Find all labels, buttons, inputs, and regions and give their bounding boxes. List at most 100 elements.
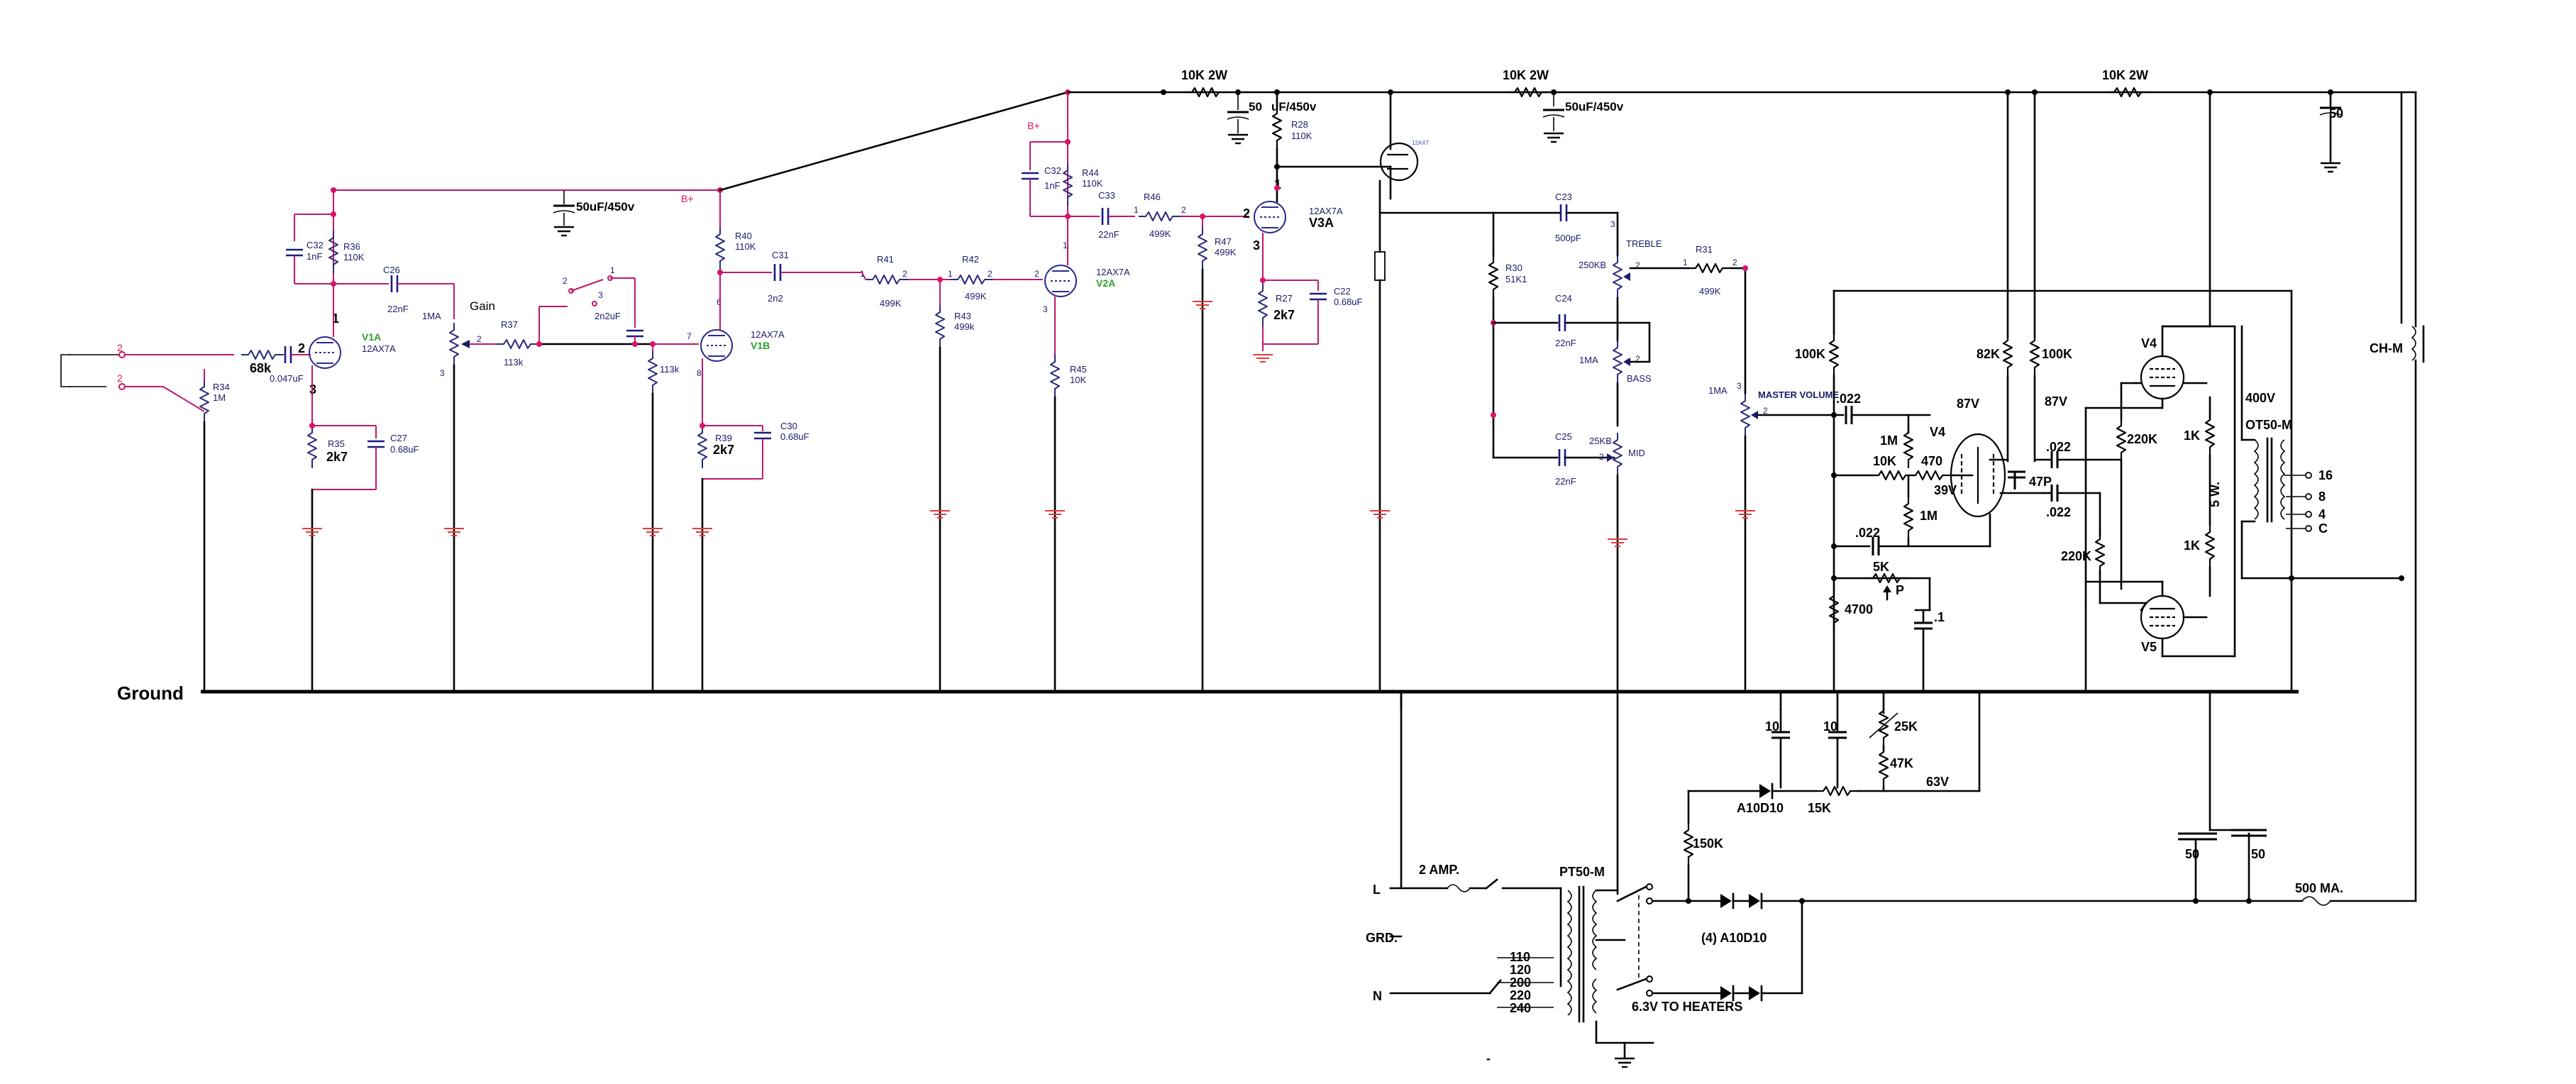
svg-text:5K: 5K xyxy=(1873,560,1889,574)
svg-text:63V: 63V xyxy=(1926,775,1949,789)
svg-text:1K: 1K xyxy=(2184,428,2200,443)
tube-v3a: 2 1 3 12AX7A V3A xyxy=(1243,177,1343,253)
svg-text:499K: 499K xyxy=(1699,286,1721,297)
svg-text:1MA: 1MA xyxy=(1579,355,1598,365)
svg-text:50uF/450v: 50uF/450v xyxy=(576,200,635,214)
r34: R34 1M xyxy=(199,369,230,693)
svg-text:22nF: 22nF xyxy=(1555,338,1576,348)
svg-text:2: 2 xyxy=(1181,205,1186,215)
svg-text:V1B: V1B xyxy=(751,340,770,351)
svg-text:10K: 10K xyxy=(1873,454,1896,468)
svg-text:10K 2W: 10K 2W xyxy=(2102,68,2148,82)
svg-text:C24: C24 xyxy=(1555,293,1572,304)
svg-text:2: 2 xyxy=(1599,452,1604,462)
v2a-cathode: R45 10K xyxy=(1044,297,1087,693)
svg-text:16: 16 xyxy=(2318,468,2333,482)
svg-text:50: 50 xyxy=(1249,100,1262,114)
svg-text:R44: R44 xyxy=(1082,167,1099,178)
svg-text:C32: C32 xyxy=(306,240,324,250)
svg-text:113k: 113k xyxy=(660,364,680,375)
svg-text:2: 2 xyxy=(477,334,482,344)
svg-text:-: - xyxy=(1486,1051,1491,1066)
svg-text:1MA: 1MA xyxy=(1708,385,1728,396)
svg-text:6.3V TO HEATERS: 6.3V TO HEATERS xyxy=(1632,1000,1742,1014)
tone-stack: C23 500pF R30 51K1 C24 22nF C25 22nF TRE… xyxy=(1488,192,1690,693)
svg-text:1K: 1K xyxy=(2184,538,2200,553)
svg-text:C32: C32 xyxy=(1044,165,1061,176)
svg-text:R41: R41 xyxy=(877,254,894,265)
svg-text:R43: R43 xyxy=(954,311,971,321)
svg-text:R36: R36 xyxy=(343,241,360,252)
svg-text:2: 2 xyxy=(1732,258,1737,267)
svg-text:N: N xyxy=(1373,989,1382,1003)
svg-text:OT50-M: OT50-M xyxy=(2245,418,2292,432)
svg-text:P: P xyxy=(1896,583,1904,597)
v1b-plate: R40 110K C31 2n2 B+ xyxy=(681,187,862,330)
svg-text:2n2: 2n2 xyxy=(768,293,783,304)
r37: R37 113k 2 1 3 2n2uF xyxy=(496,265,654,367)
svg-text:R34: R34 xyxy=(213,382,230,392)
svg-text:10K 2W: 10K 2W xyxy=(1181,68,1227,82)
svg-text:499K: 499K xyxy=(965,291,987,302)
power-supply: L GRD. N 2 AMP. 110 120 200 220 240 PT50… xyxy=(1366,690,2417,1068)
svg-text:50: 50 xyxy=(2185,847,2199,861)
svg-text:150K: 150K xyxy=(1693,836,1723,851)
svg-text:8: 8 xyxy=(697,368,702,378)
svg-text:1: 1 xyxy=(332,311,339,326)
ground-bus: Ground xyxy=(117,682,2299,704)
svg-text:MASTER VOLUME: MASTER VOLUME xyxy=(1758,389,1839,400)
v3a-cathode: R27 2k7 C22 0.68uF xyxy=(1252,233,1363,363)
svg-text:2: 2 xyxy=(298,341,305,355)
svg-text:.022: .022 xyxy=(2046,505,2071,519)
svg-text:10: 10 xyxy=(1765,719,1779,734)
svg-text:0.68uF: 0.68uF xyxy=(390,444,419,455)
svg-text:3: 3 xyxy=(1043,304,1048,314)
svg-text:68k: 68k xyxy=(250,361,272,375)
v1a-plate: C32 1nF R36 110K C26 22nF xyxy=(286,187,454,337)
svg-text:10K 2W: 10K 2W xyxy=(1503,68,1549,82)
svg-text:10K: 10K xyxy=(1070,375,1086,385)
svg-text:C22: C22 xyxy=(1334,286,1351,297)
svg-text:1: 1 xyxy=(948,269,953,279)
svg-text:.022: .022 xyxy=(1855,526,1880,540)
svg-text:R45: R45 xyxy=(1070,364,1087,375)
svg-text:R42: R42 xyxy=(962,254,979,265)
svg-text:V4: V4 xyxy=(2141,336,2157,350)
svg-text:2 AMP.: 2 AMP. xyxy=(1419,863,1459,877)
svg-text:82K: 82K xyxy=(1977,347,2000,361)
svg-text:V5: V5 xyxy=(2141,640,2157,654)
phase-inverter: 100K .022 1M 10K 470 39V 1M .022 5K xyxy=(1795,91,2293,693)
svg-text:B+: B+ xyxy=(1027,120,1040,131)
svg-text:110K: 110K xyxy=(1082,178,1103,189)
svg-text:2n2uF: 2n2uF xyxy=(595,311,621,321)
svg-text:2: 2 xyxy=(117,372,123,384)
svg-text:2k7: 2k7 xyxy=(326,450,348,464)
svg-text:0.68uF: 0.68uF xyxy=(1334,297,1363,307)
svg-text:12AX7A: 12AX7A xyxy=(362,343,396,354)
filter-caps: 50 50 500 MA. xyxy=(2178,690,2343,906)
svg-text:V4: V4 xyxy=(1930,425,1945,439)
svg-text:.1: .1 xyxy=(1934,610,1945,624)
svg-text:CH-M: CH-M xyxy=(2370,341,2403,355)
svg-text:C33: C33 xyxy=(1098,190,1115,201)
svg-text:C23: C23 xyxy=(1555,192,1572,202)
svg-text:400V: 400V xyxy=(2245,391,2275,405)
svg-text:1M: 1M xyxy=(1880,433,1898,448)
gain-pot: 1MA Gain 2 3 xyxy=(422,284,497,693)
svg-text:240: 240 xyxy=(1510,1001,1531,1015)
svg-text:499K: 499K xyxy=(1149,228,1171,239)
svg-text:MID: MID xyxy=(1628,448,1645,458)
svg-text:120: 120 xyxy=(1510,963,1531,977)
svg-text:R37: R37 xyxy=(501,319,518,330)
svg-text:113k: 113k xyxy=(504,357,524,367)
svg-text:3: 3 xyxy=(598,290,603,300)
svg-text:1M: 1M xyxy=(213,392,226,403)
v2a-plate: B+ C32 1nF R44 110K C33 22nF R46 499K 1 … xyxy=(1022,89,1249,693)
svg-text:500 MA.: 500 MA. xyxy=(2295,881,2343,895)
svg-text:1: 1 xyxy=(1683,258,1688,267)
tube-v1b: 7 6 8 12AX7A V1B xyxy=(687,297,785,378)
svg-text:R39: R39 xyxy=(715,433,732,443)
svg-text:4: 4 xyxy=(2318,507,2326,521)
svg-text:R35: R35 xyxy=(328,438,345,449)
